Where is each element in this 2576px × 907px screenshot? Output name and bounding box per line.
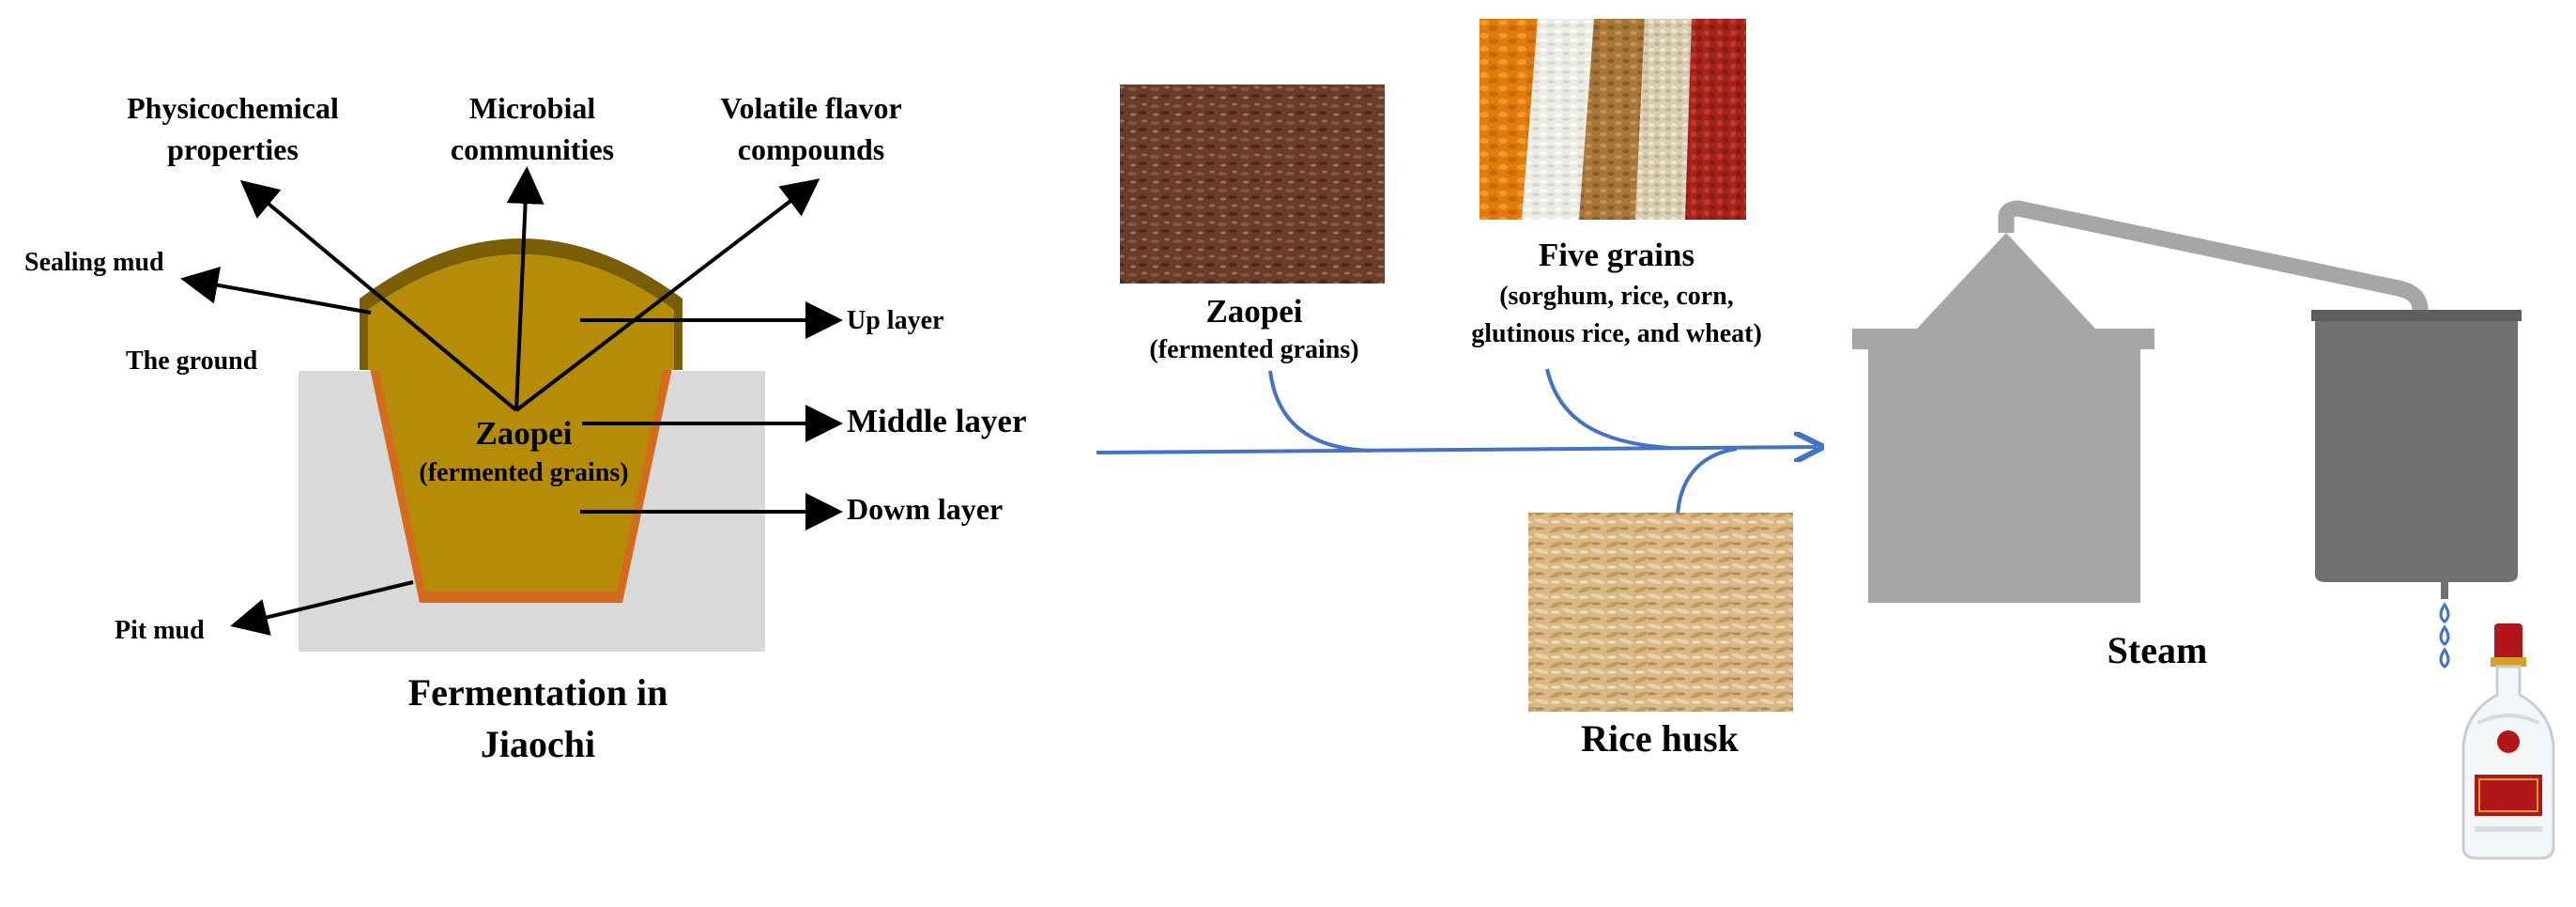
zaopei-photo xyxy=(1120,85,1385,284)
arrow-volatile xyxy=(514,178,820,412)
zaopei-feed-curve xyxy=(1268,370,1372,453)
caption-fermentation-2: Jiaochi xyxy=(481,723,595,765)
label-middle-layer: Middle layer xyxy=(847,403,1027,439)
main-flow-arrow xyxy=(1096,447,1817,453)
condenser-tank xyxy=(2315,310,2518,582)
label-grains-title: Five grains xyxy=(1539,237,1694,273)
pit-arrows xyxy=(180,166,843,636)
label-the-ground: The ground xyxy=(126,346,258,376)
label-zaopei-center-sub: (fermented grains) xyxy=(419,458,628,487)
label-down-layer: Dowm layer xyxy=(847,492,1003,526)
distillate-drops xyxy=(2439,582,2450,669)
label-pit-mud: Pit mud xyxy=(115,616,205,645)
label-up-layer: Up layer xyxy=(847,306,943,335)
baijiu-bottle-icon xyxy=(2461,623,2555,860)
still-pot xyxy=(1852,233,2154,603)
arrow-pit-mud xyxy=(230,580,414,636)
rice-husk-photo xyxy=(1528,513,1793,712)
distillation-still xyxy=(1852,200,2555,860)
still-pipe xyxy=(1998,200,2429,322)
label-volatile-1: Volatile flavor xyxy=(720,91,901,125)
label-zaopei-sub: (fermented grains) xyxy=(1149,335,1358,364)
label-physicochemical-1: Physicochemical xyxy=(127,91,339,125)
label-physicochemical-2: properties xyxy=(167,132,299,166)
zaopei-body xyxy=(368,319,674,592)
condenser-rim xyxy=(2311,310,2522,321)
label-rice-husk: Rice husk xyxy=(1581,717,1740,760)
arrow-sealing-mud xyxy=(180,266,372,315)
label-microbial-1: Microbial xyxy=(469,91,596,125)
label-zaopei-center: Zaopei xyxy=(475,415,572,452)
label-steam: Steam xyxy=(2108,629,2208,671)
label-grains-sub-2: glutinous rice, and wheat) xyxy=(1471,319,1762,348)
label-sealing-mud: Sealing mud xyxy=(24,248,164,277)
label-volatile-2: compounds xyxy=(738,132,885,166)
flow-lines xyxy=(1096,368,1817,515)
five-grains-photo xyxy=(1480,19,1746,220)
label-microbial-2: communities xyxy=(451,132,614,166)
grains-feed-curve xyxy=(1545,368,1672,450)
label-grains-sub-1: (sorghum, rice, corn, xyxy=(1499,282,1734,311)
arrow-microbial xyxy=(506,166,544,411)
husk-feed-curve xyxy=(1676,447,1738,515)
arrow-physicochemical xyxy=(239,179,518,412)
label-zaopei-title: Zaopei xyxy=(1205,293,1302,330)
caption-fermentation-1: Fermentation in xyxy=(408,671,668,714)
